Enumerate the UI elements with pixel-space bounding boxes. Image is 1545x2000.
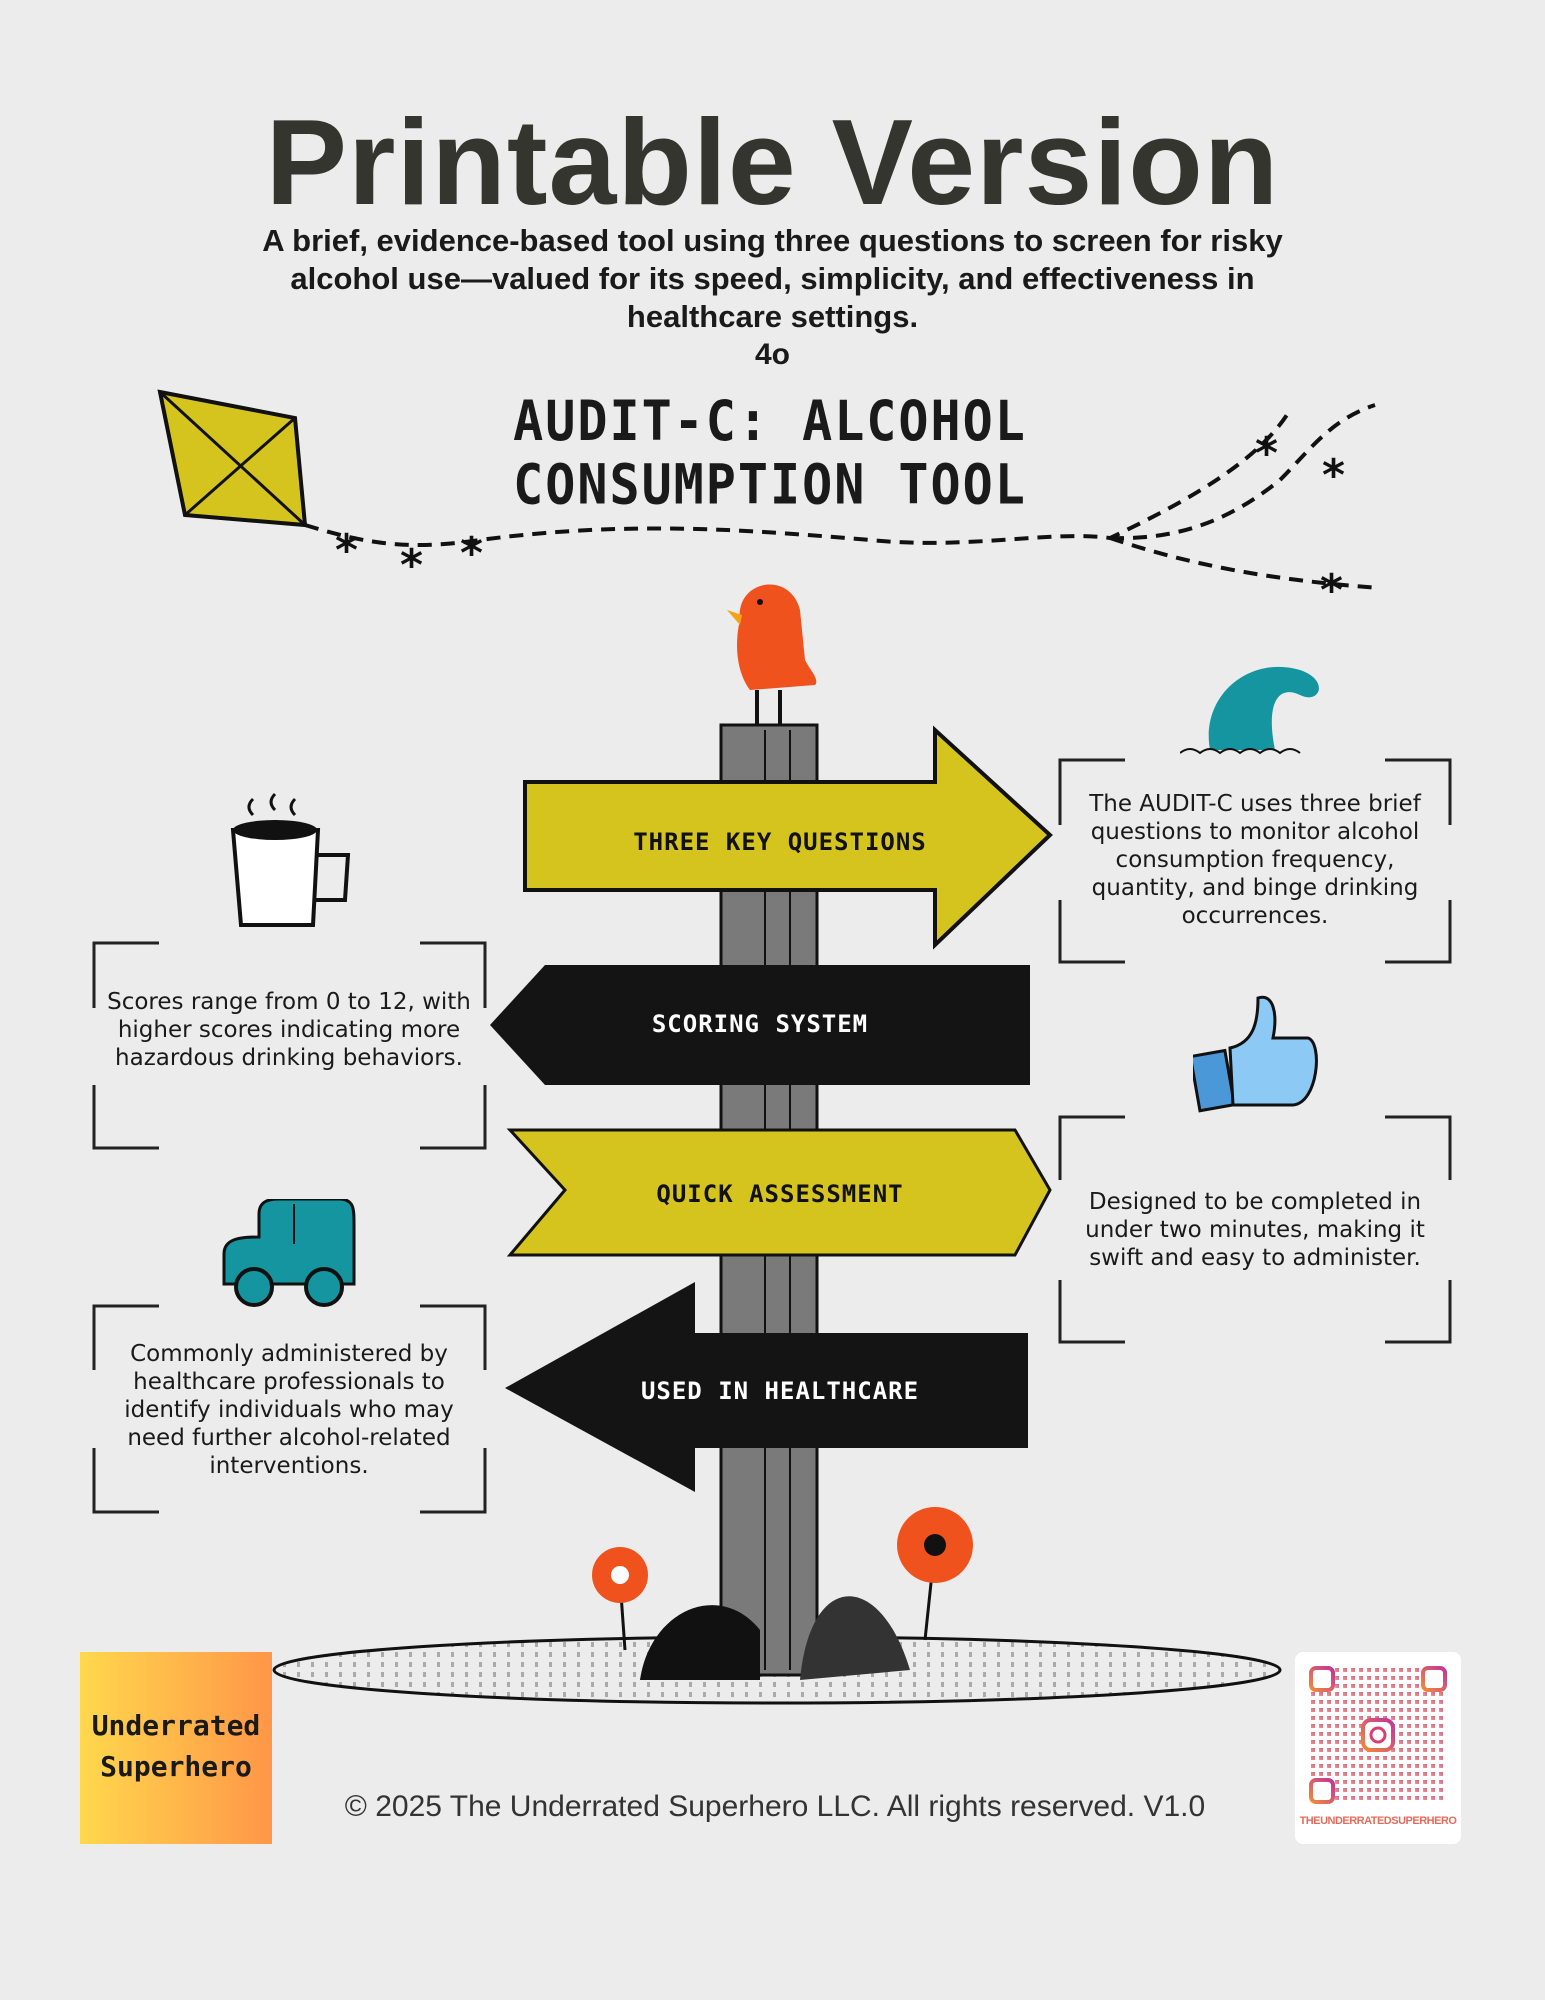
qr-code-icon	[1309, 1666, 1447, 1804]
logo-text: Underrated	[91, 1709, 261, 1742]
svg-text:*: *	[1322, 450, 1345, 501]
svg-text:*: *	[1320, 565, 1343, 610]
instagram-qr-code[interactable]: THEUNDERRATEDSUPERHERO	[1295, 1652, 1461, 1844]
sign-quick-assessment	[506, 1128, 1052, 1257]
wave-icon	[1180, 666, 1319, 755]
logo-text: Superhero	[100, 1750, 252, 1783]
kite-icon	[157, 389, 308, 528]
car-icon	[222, 1199, 356, 1307]
thumbs-up-icon	[1193, 995, 1318, 1113]
signs	[490, 725, 1053, 1492]
sign-three-key-questions	[523, 725, 1053, 950]
rock-icon	[640, 1596, 910, 1680]
info-text: Scores range from 0 to 12, with higher s…	[107, 989, 471, 1071]
kite-illustration: * * * * * *	[157, 389, 1381, 610]
page-title: Printable Version	[265, 94, 1280, 230]
flower-icon	[592, 1547, 648, 1651]
sign-label: SCORING SYSTEM	[651, 1010, 869, 1038]
coffee-mug-icon	[230, 792, 351, 927]
model-label: 4o	[754, 338, 790, 371]
bird-icon	[727, 584, 817, 725]
tool-title: AUDIT-C: ALCOHOL CONSUMPTION TOOL	[513, 389, 1027, 517]
info-text: Commonly administered by healthcare prof…	[124, 1341, 454, 1479]
instagram-icon	[1369, 1726, 1387, 1744]
info-text: Designed to be completed in under two mi…	[1085, 1189, 1425, 1271]
sign-used-in-healthcare	[505, 1282, 1028, 1492]
svg-text:*: *	[1255, 428, 1278, 479]
brand-logo: Underrated Superhero	[80, 1652, 272, 1844]
svg-text:*: *	[335, 525, 358, 576]
info-text: The AUDIT-C uses three brief questions t…	[1089, 791, 1421, 929]
sign-label: THREE KEY QUESTIONS	[633, 828, 927, 856]
sign-label: QUICK ASSESSMENT	[656, 1180, 904, 1208]
sign-scoring-system	[490, 965, 1030, 1085]
svg-text:*: *	[400, 540, 423, 591]
svg-text:*: *	[460, 528, 483, 579]
subtitle: A brief, evidence-based tool using three…	[262, 223, 1283, 334]
flower-icon	[897, 1507, 973, 1641]
copyright: © 2025 The Underrated Superhero LLC. All…	[344, 1790, 1206, 1823]
qr-label: THEUNDERRATEDSUPERHERO	[1299, 1815, 1457, 1827]
sign-label: USED IN HEALTHCARE	[640, 1377, 920, 1405]
